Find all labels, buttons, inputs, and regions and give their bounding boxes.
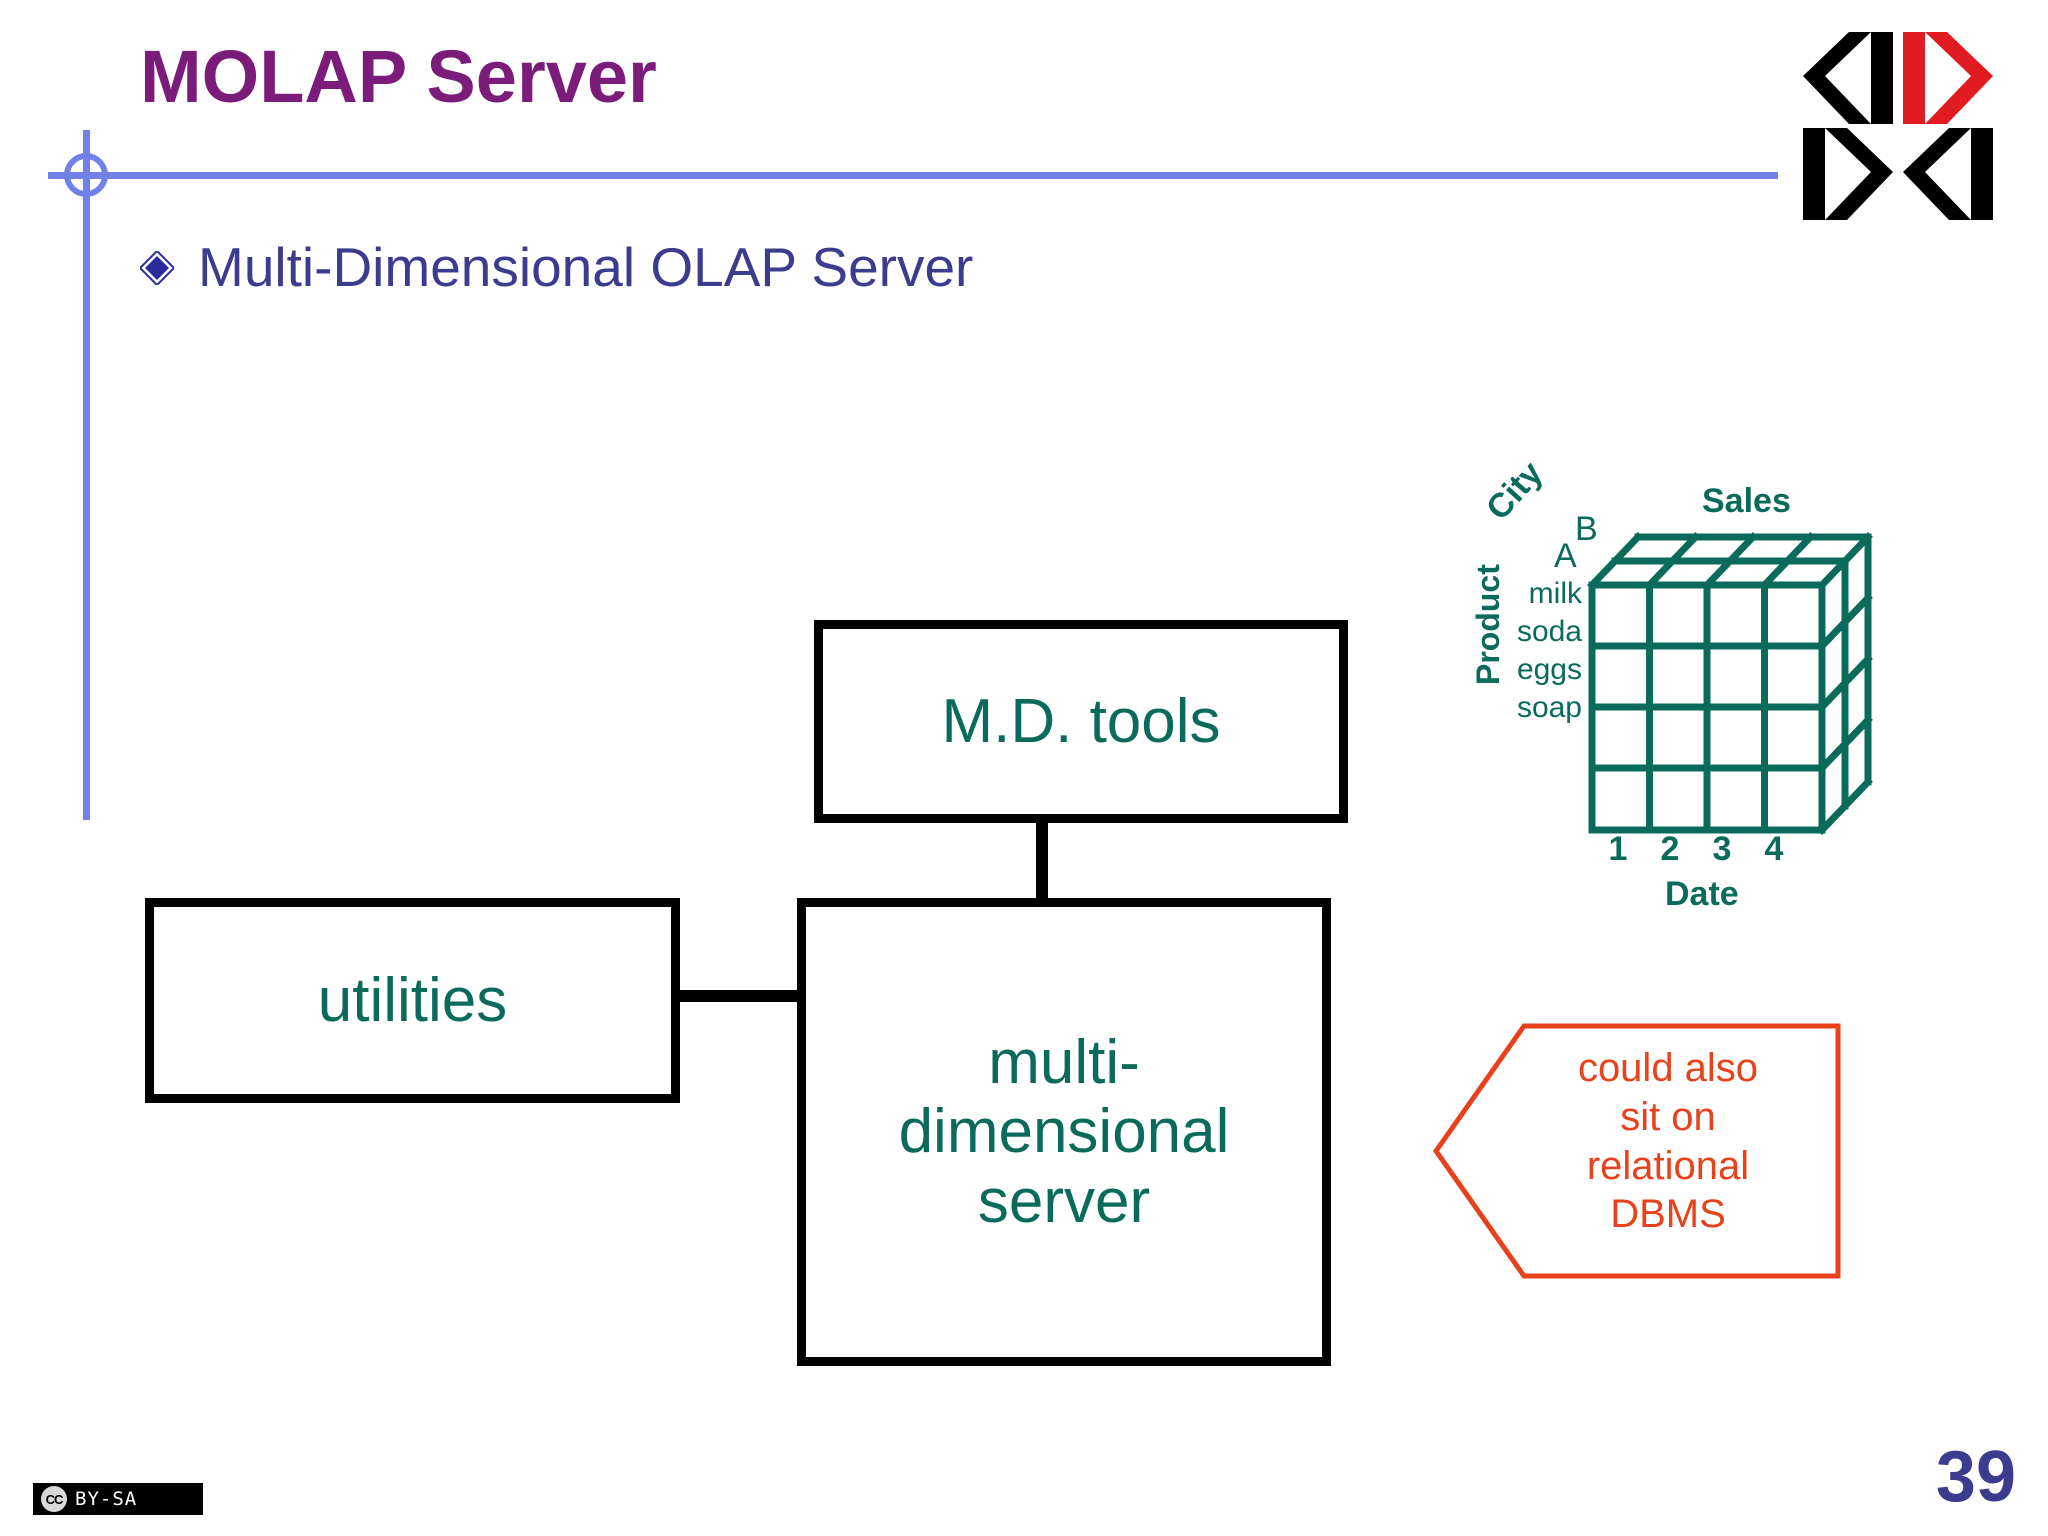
diagram-box-utilities[interactable]: utilities xyxy=(145,898,680,1103)
title-divider-vertical xyxy=(83,130,90,820)
connector-tools-to-server xyxy=(1036,816,1048,904)
cube-measure-label: Sales xyxy=(1702,482,1791,520)
page-number: 39 xyxy=(1935,1437,2016,1517)
callout-arrow-shape xyxy=(1432,1023,1841,1279)
creative-commons-badge[interactable]: CC BY-SA xyxy=(30,1480,206,1518)
cube-axis-label-date: Date xyxy=(1665,875,1739,913)
cube-product-tick: soda xyxy=(1516,615,1582,648)
license-label: BY-SA xyxy=(75,1488,138,1510)
olap-cube-figure: Sales City B A Product milk soda eggs so… xyxy=(1470,454,1930,930)
cube-depth-tick-b: B xyxy=(1575,510,1598,548)
connector-utilities-to-server xyxy=(675,990,803,1002)
diagram-box-md-tools-label: M.D. tools xyxy=(941,686,1221,756)
bullet-item-label: Multi-Dimensional OLAP Server xyxy=(198,236,974,298)
divider-circle-decoration xyxy=(64,153,108,197)
kkkk-logo xyxy=(1797,28,2012,223)
cube-product-tick: eggs xyxy=(1516,653,1582,686)
title-divider-horizontal xyxy=(48,172,1778,179)
kkkk-logo-icon xyxy=(1803,32,1993,220)
cube-product-tick: milk xyxy=(1528,577,1582,610)
cube-date-ticks: 1 2 3 4 xyxy=(1592,830,1822,869)
diagram-box-md-tools[interactable]: M.D. tools xyxy=(814,620,1348,823)
cube-date-tick: 3 xyxy=(1712,830,1732,868)
creative-commons-icon: CC xyxy=(41,1486,67,1512)
bullet-item: Multi-Dimensional OLAP Server xyxy=(140,240,973,295)
diagram-box-utilities-label: utilities xyxy=(317,965,508,1035)
cube-date-tick: 2 xyxy=(1660,830,1680,868)
cube-date-tick: 4 xyxy=(1764,830,1784,868)
cube-depth-tick-a: A xyxy=(1554,537,1577,575)
cube-date-tick: 1 xyxy=(1608,830,1628,868)
cube-wireframe-icon xyxy=(1587,532,1873,835)
cube-product-ticks: milk soda eggs soap xyxy=(1502,575,1582,727)
page-title: MOLAP Server xyxy=(140,35,657,118)
cube-product-tick: soap xyxy=(1516,691,1582,724)
diamond-bullet-icon xyxy=(140,250,174,285)
